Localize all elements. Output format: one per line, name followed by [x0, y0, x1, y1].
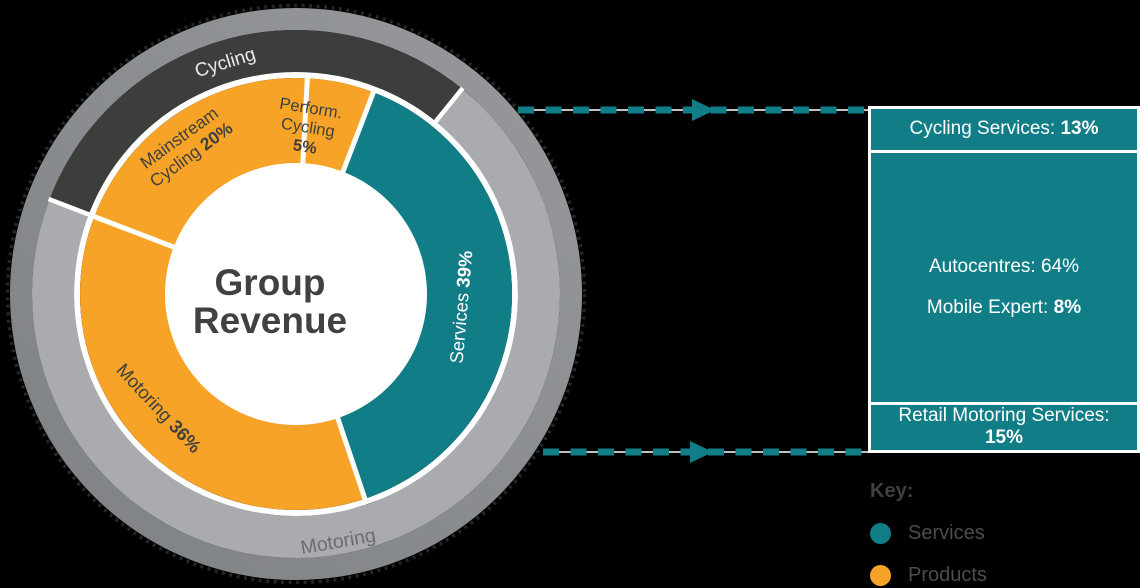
legend-title: Key: — [870, 480, 914, 502]
chart-segment-services — [336, 92, 512, 499]
connector-arrow-bottom — [543, 441, 869, 463]
base-ring — [10, 8, 582, 580]
chart-segment-mainstream-cycling — [94, 78, 308, 249]
panel-line: Retail Motoring Services: — [898, 405, 1110, 427]
panel-line: Autocentres: 64% — [929, 256, 1079, 278]
chart-outer-segment-motoring — [32, 88, 560, 558]
panel-box-cycling-services: Cycling Services: 13% — [871, 109, 1137, 151]
connector-arrow-top — [518, 99, 869, 121]
legend-item-label: Services — [908, 521, 985, 544]
inner-ring-divider — [339, 90, 377, 176]
outer-ring-divider — [431, 86, 465, 126]
arrowhead-icon — [692, 99, 715, 121]
panel-line: Cycling Services: 13% — [909, 118, 1099, 140]
label-performance-cycling: Perform.Cycling5% — [272, 95, 343, 161]
legend-item-services: Services — [870, 521, 987, 545]
outer-ring-divider — [47, 196, 94, 218]
legend-item-label: Products — [908, 563, 987, 586]
panel-box-retail-motoring-services: Retail Motoring Services:15% — [871, 404, 1137, 451]
chart-outer-segment-cycling — [49, 30, 463, 215]
panel-line: Mobile Expert: 8% — [926, 296, 1082, 318]
services-breakdown-panel: Cycling Services: 13% Autocentres: 64% Mob… — [868, 106, 1140, 453]
inner-ring-divider — [92, 213, 178, 251]
legend-item-products: Products — [870, 563, 987, 587]
products-swatch-icon — [870, 564, 891, 586]
chart-segment-motoring — [80, 216, 365, 510]
services-swatch-icon — [870, 522, 891, 544]
ring-separator — [74, 72, 518, 516]
inner-ring-divider — [300, 77, 310, 167]
dotted-outline-ring — [5, 3, 587, 585]
center-disc — [165, 163, 427, 425]
panel-line: 15% — [984, 427, 1024, 449]
inner-ring-divider — [334, 414, 368, 501]
panel-box-autocentres-mobile-expert: Autocentres: 64% Mobile Expert: 8% — [871, 153, 1137, 402]
arrowhead-icon — [690, 441, 713, 463]
